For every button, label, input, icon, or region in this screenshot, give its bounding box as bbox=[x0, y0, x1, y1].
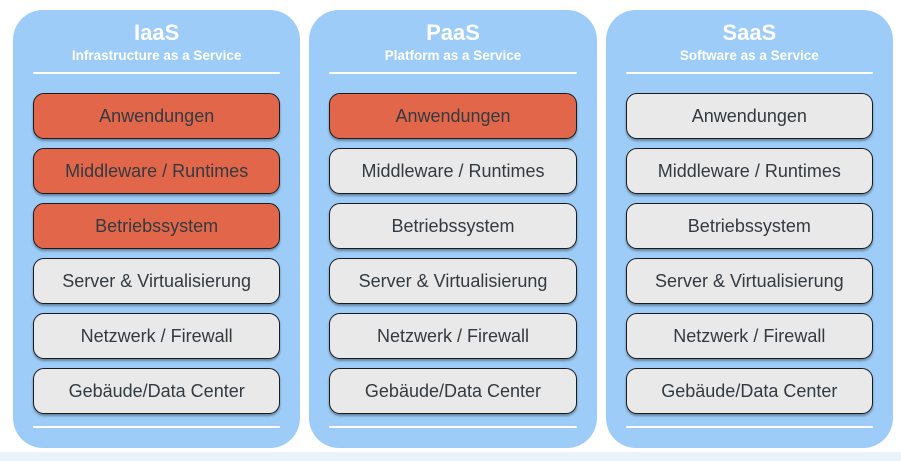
layer-stack: Anwendungen Middleware / Runtimes Betrie… bbox=[625, 93, 873, 414]
layer-box: Netzwerk / Firewall bbox=[625, 313, 873, 359]
layer-box: Netzwerk / Firewall bbox=[329, 313, 577, 359]
layer-box: Gebäude/Data Center bbox=[329, 368, 577, 414]
layer-box: Betriebssystem bbox=[33, 203, 281, 249]
footer-divider bbox=[329, 426, 577, 428]
layer-box: Anwendungen bbox=[329, 93, 577, 139]
layer-box: Middleware / Runtimes bbox=[329, 148, 577, 194]
layer-box: Betriebssystem bbox=[329, 203, 577, 249]
layer-box: Server & Virtualisierung bbox=[33, 258, 281, 304]
column-paas: PaaS Platform as a Service Anwendungen M… bbox=[309, 10, 597, 448]
layer-box: Betriebssystem bbox=[625, 203, 873, 249]
layer-box: Gebäude/Data Center bbox=[625, 368, 873, 414]
layer-stack: Anwendungen Middleware / Runtimes Betrie… bbox=[33, 93, 281, 414]
layer-box: Server & Virtualisierung bbox=[329, 258, 577, 304]
column-title: PaaS bbox=[426, 20, 480, 45]
column-iaas: IaaS Infrastructure as a Service Anwendu… bbox=[13, 10, 301, 448]
page-bottom-strip bbox=[0, 452, 901, 461]
footer-divider bbox=[625, 426, 873, 428]
header-divider bbox=[329, 72, 577, 74]
layer-stack: Anwendungen Middleware / Runtimes Betrie… bbox=[329, 93, 577, 414]
layer-box: Anwendungen bbox=[33, 93, 281, 139]
header-divider bbox=[33, 72, 281, 74]
footer-divider bbox=[33, 426, 281, 428]
stack-comparison-diagram: IaaS Infrastructure as a Service Anwendu… bbox=[13, 10, 893, 448]
layer-box: Middleware / Runtimes bbox=[625, 148, 873, 194]
layer-box: Anwendungen bbox=[625, 93, 873, 139]
column-subtitle: Software as a Service bbox=[679, 48, 819, 63]
layer-box: Server & Virtualisierung bbox=[625, 258, 873, 304]
column-saas: SaaS Software as a Service Anwendungen M… bbox=[605, 10, 893, 448]
column-subtitle: Infrastructure as a Service bbox=[71, 48, 242, 63]
column-title: SaaS bbox=[722, 20, 777, 45]
layer-box: Middleware / Runtimes bbox=[33, 148, 281, 194]
layer-box: Gebäude/Data Center bbox=[33, 368, 281, 414]
header-divider bbox=[625, 72, 873, 74]
column-subtitle: Platform as a Service bbox=[384, 48, 522, 63]
column-title: IaaS bbox=[134, 20, 180, 45]
layer-box: Netzwerk / Firewall bbox=[33, 313, 281, 359]
